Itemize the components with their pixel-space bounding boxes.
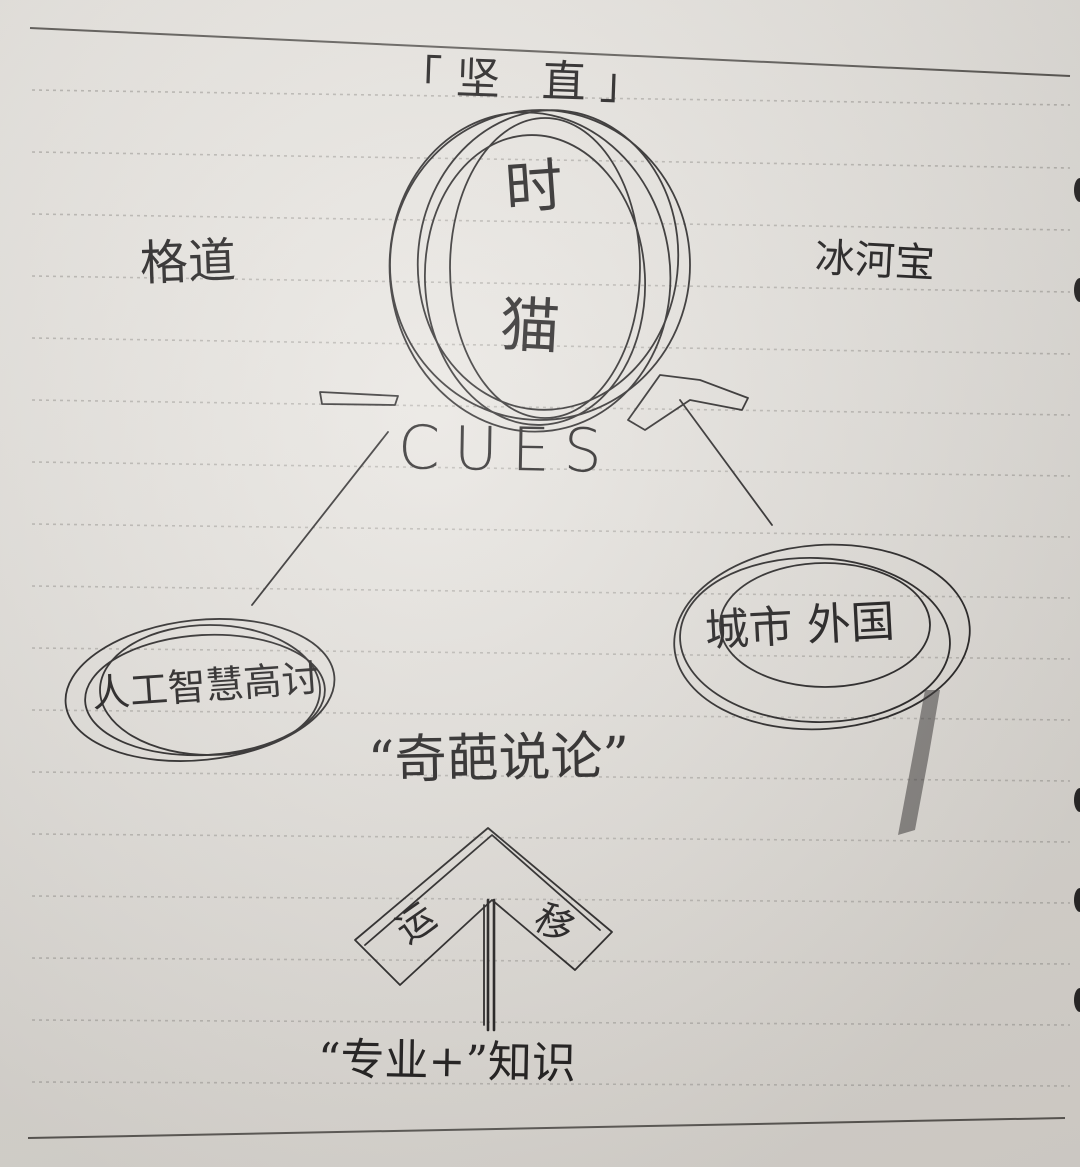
bottom-phrase: “专业+”知识 bbox=[317, 1034, 577, 1090]
ruled-lines bbox=[31, 89, 1071, 1087]
binder-holes bbox=[1074, 178, 1080, 1012]
top-title: 「坚 直」 bbox=[397, 51, 659, 112]
right-word: 冰河宝 bbox=[813, 235, 937, 288]
top-border-line bbox=[29, 27, 1071, 77]
smudge-stroke bbox=[898, 690, 940, 835]
left-circle-scribble bbox=[64, 618, 336, 762]
center-circle-scribble bbox=[388, 109, 691, 433]
acronym-cues: CUES bbox=[397, 413, 617, 487]
right-circle-text: 城市 外国 bbox=[703, 596, 897, 657]
left-word: 格道 bbox=[139, 232, 237, 292]
left-hook bbox=[319, 391, 399, 406]
right-circle-scribble bbox=[673, 543, 971, 731]
circle-top-char: 时 bbox=[502, 151, 566, 223]
branch-line-left bbox=[251, 431, 389, 606]
up-arrow bbox=[354, 827, 613, 1032]
circle-bottom-char: 猫 bbox=[498, 290, 562, 364]
branch-line-right bbox=[679, 399, 773, 526]
right-hook bbox=[627, 374, 749, 431]
bottom-border-line bbox=[27, 1117, 1066, 1139]
center-phrase: “奇葩说论” bbox=[367, 726, 630, 791]
